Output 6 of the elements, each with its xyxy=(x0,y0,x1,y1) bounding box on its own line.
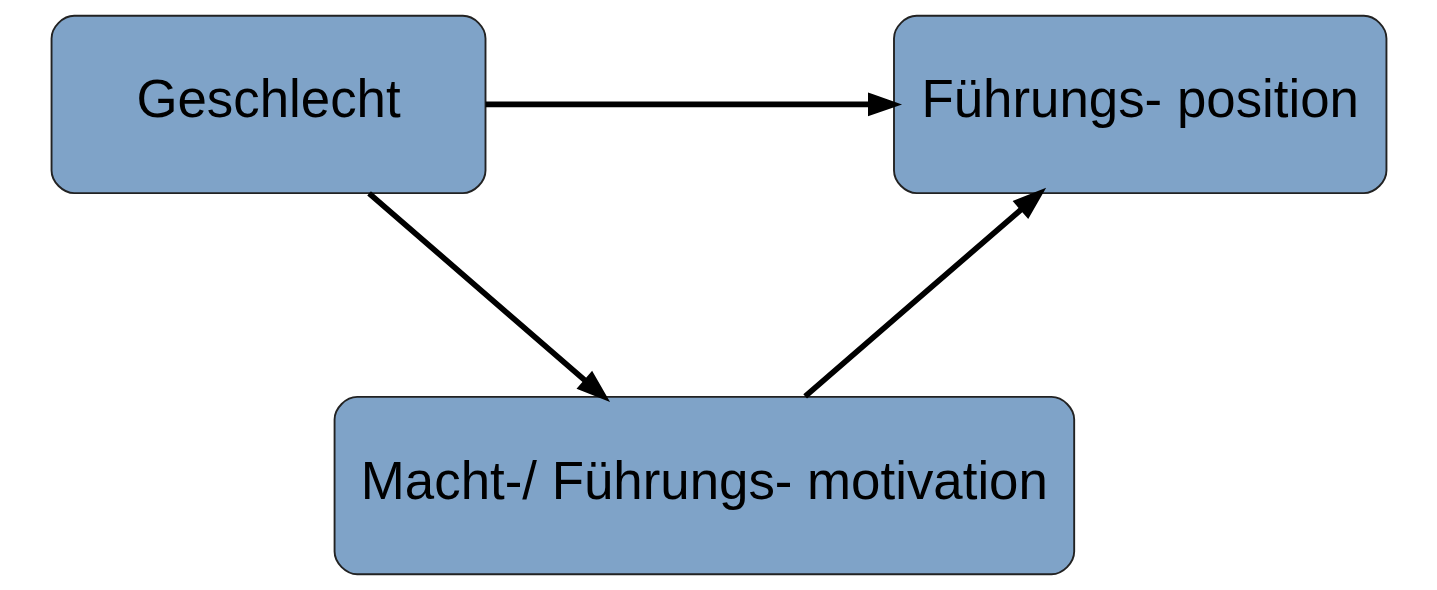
arrow xyxy=(366,191,610,403)
node-box: Führungs- position xyxy=(892,14,1387,195)
node-box: Macht-/ Führungs- motivation xyxy=(333,395,1075,576)
arrow xyxy=(802,187,1046,399)
node-box: Geschlecht xyxy=(50,14,486,195)
arrow xyxy=(485,92,902,117)
